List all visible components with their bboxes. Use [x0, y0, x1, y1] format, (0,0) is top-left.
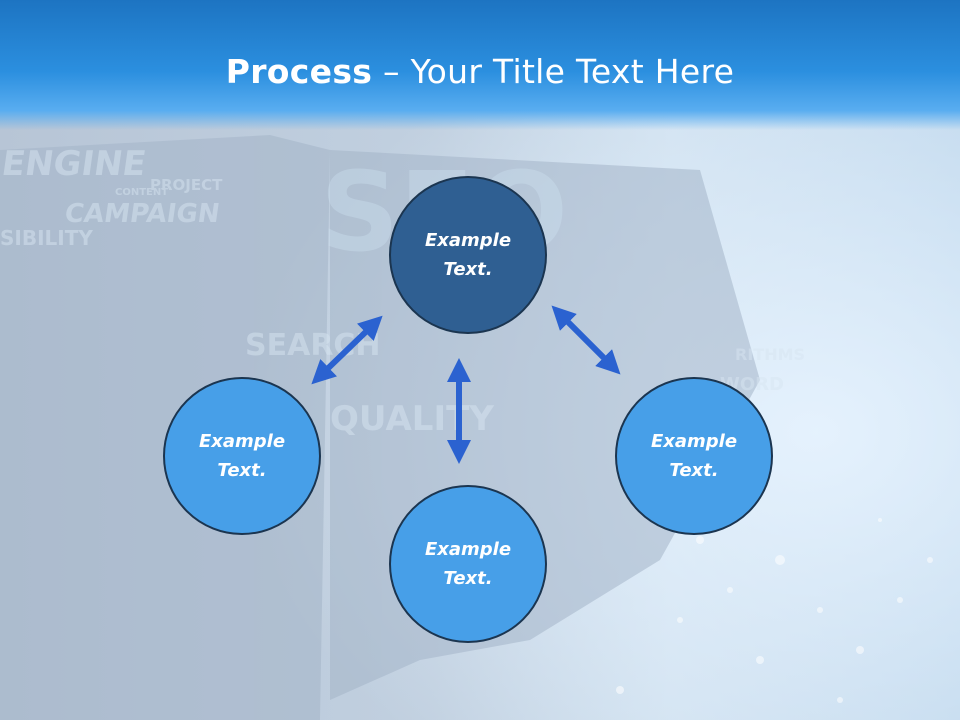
node-left-line1: Example — [198, 431, 286, 452]
svg-text:CAMPAIGN: CAMPAIGN — [63, 199, 222, 229]
title-rest: – Your Title Text Here — [372, 52, 735, 91]
node-top-line1: Example — [424, 230, 512, 251]
slide-title: Process – Your Title Text Here — [0, 52, 960, 91]
node-right-line2: Text. — [669, 460, 719, 481]
node-right-line1: Example — [650, 431, 738, 452]
svg-text:ENGINE: ENGINE — [0, 144, 149, 184]
svg-text:RITHMS: RITHMS — [735, 345, 805, 364]
svg-text:PROJECT: PROJECT — [150, 176, 223, 194]
node-top-line2: Text. — [443, 259, 493, 280]
node-bottom-line1: Example — [424, 539, 512, 560]
arrow-top-right — [551, 305, 621, 375]
arrow-top-left — [311, 315, 383, 385]
title-bold: Process — [225, 52, 373, 91]
node-left-line2: Text. — [217, 460, 267, 481]
svg-text:SIBILITY: SIBILITY — [0, 226, 93, 250]
svg-text:CONTENT: CONTENT — [115, 187, 168, 198]
title-bar — [0, 0, 960, 130]
node-bottom-line2: Text. — [443, 568, 493, 589]
